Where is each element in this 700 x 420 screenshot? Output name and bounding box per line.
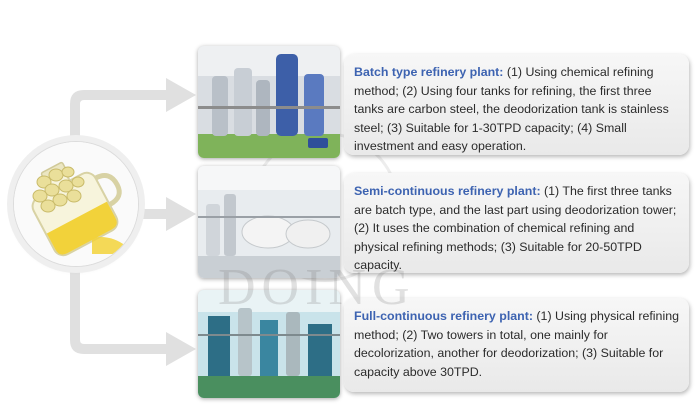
full-continuous-plant-card: Full-continuous refinery plant: (1) Usin…: [344, 298, 689, 392]
batch-plant-description: (1) Using chemical refining method; (2) …: [354, 65, 669, 153]
semi-continuous-plant-description: (1) The first three tanks are batch type…: [354, 184, 677, 272]
soybean-oil-badge: [13, 141, 139, 267]
full-continuous-plant-image: [198, 290, 340, 398]
semi-continuous-plant-photo: [198, 166, 340, 278]
full-continuous-plant-description: (1) Using physical refining method; (2) …: [354, 309, 679, 379]
batch-plant-image: [198, 46, 340, 158]
soybean-oil-bottle-icon: [14, 142, 138, 266]
semi-continuous-plant-card: Semi-continuous refinery plant: (1) The …: [344, 173, 689, 273]
semi-continuous-plant-image: [198, 166, 340, 278]
batch-plant-card: Batch type refinery plant: (1) Using che…: [344, 54, 689, 155]
batch-plant-title: Batch type refinery plant:: [354, 65, 504, 79]
semi-continuous-plant-title: Semi-continuous refinery plant:: [354, 184, 541, 198]
full-continuous-plant-title: Full-continuous refinery plant:: [354, 309, 533, 323]
full-continuous-plant-photo: [198, 290, 340, 398]
batch-plant-photo: [198, 46, 340, 158]
